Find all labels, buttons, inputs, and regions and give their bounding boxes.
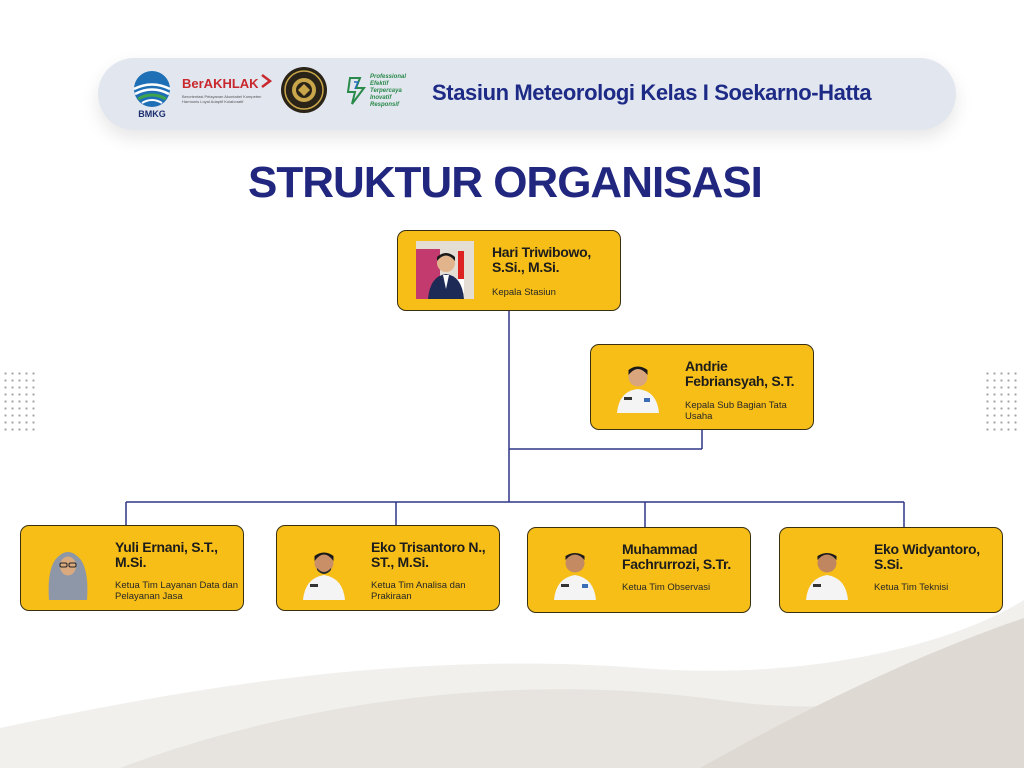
pro-line: Terpercaya <box>370 88 402 94</box>
station-name: Stasiun Meteorologi Kelas I Soekarno-Hat… <box>432 80 872 105</box>
person-photo-icon <box>546 542 604 600</box>
professional-logo-text: Professional Efektif Terpercaya Inovatif… <box>370 74 406 109</box>
head-name: Hari Triwibowo, S.Si., M.Si. <box>492 244 591 275</box>
org-card-head: Hari Triwibowo, S.Si., M.Si. Kepala Stas… <box>397 230 621 311</box>
institution-emblem-logo <box>280 66 328 114</box>
org-card-team: Eko Trisantoro N., ST., M.Si. Ketua Tim … <box>276 525 500 611</box>
team-role: Ketua Tim Analisa dan Prakiraan <box>371 580 466 602</box>
dot-pattern-left <box>2 370 38 434</box>
org-card-admin: Andrie Febriansyah, S.T. Kepala Sub Bagi… <box>590 344 814 430</box>
head-role: Kepala Stasiun <box>492 287 556 298</box>
person-photo-icon <box>609 355 667 413</box>
professional-logo: Professional Efektif Terpercaya Inovatif… <box>346 72 416 112</box>
pro-line: Professional <box>370 74 407 80</box>
pro-line: Inovatif <box>370 95 392 101</box>
team-portrait <box>295 542 353 600</box>
head-portrait <box>416 241 474 299</box>
bmkg-emblem-icon <box>133 71 171 107</box>
org-card-team: Eko Widyantoro, S.Si. Ketua Tim Teknisi <box>779 527 1003 613</box>
team-name: Yuli Ernani, S.T., M.Si. <box>115 539 218 570</box>
person-photo-icon <box>295 542 353 600</box>
team-portrait <box>798 542 856 600</box>
team-role: Ketua Tim Teknisi <box>874 582 949 593</box>
berakhlak-logo: BerAKHLAK Berorientasi Pelayanan Akuntab… <box>182 72 272 112</box>
header-bar: BMKG BerAKHLAK Berorientasi Pelayanan Ak… <box>98 58 956 130</box>
page-title: STRUKTUR ORGANISASI <box>248 158 763 207</box>
team-portrait <box>546 542 604 600</box>
person-photo-icon <box>416 241 474 299</box>
bmkg-logo-text: BMKG <box>138 109 166 119</box>
org-card-team: Muhammad Fachrurrozi, S.Tr. Ketua Tim Ob… <box>527 527 751 613</box>
lightning-icon <box>346 77 366 105</box>
bmkg-logo: BMKG <box>132 70 172 120</box>
pro-line: Efektif <box>370 81 389 87</box>
team-name: Muhammad Fachrurrozi, S.Tr. <box>622 541 731 572</box>
dot-pattern-right <box>984 370 1020 434</box>
seal-icon <box>281 67 327 113</box>
team-name: Eko Widyantoro, S.Si. <box>874 541 980 572</box>
team-role: Ketua Tim Layanan Data dan Pelayanan Jas… <box>115 580 239 602</box>
org-card-team: Yuli Ernani, S.T., M.Si. Ketua Tim Layan… <box>20 525 244 611</box>
chevron-icon <box>261 74 272 88</box>
team-role: Ketua Tim Observasi <box>622 582 711 593</box>
person-photo-icon <box>798 542 856 600</box>
pro-line: Responsif <box>370 102 400 108</box>
person-photo-icon <box>39 542 97 600</box>
admin-portrait <box>609 355 667 413</box>
team-portrait <box>39 542 97 600</box>
berakhlak-logo-subtitle: Berorientasi Pelayanan Akuntabel Kompete… <box>182 94 262 104</box>
berakhlak-logo-title: BerAKHLAK <box>182 76 259 91</box>
team-name: Eko Trisantoro N., ST., M.Si. <box>371 539 486 570</box>
admin-role: Kepala Sub Bagian Tata Usaha <box>685 400 787 422</box>
admin-name: Andrie Febriansyah, S.T. <box>685 358 795 389</box>
